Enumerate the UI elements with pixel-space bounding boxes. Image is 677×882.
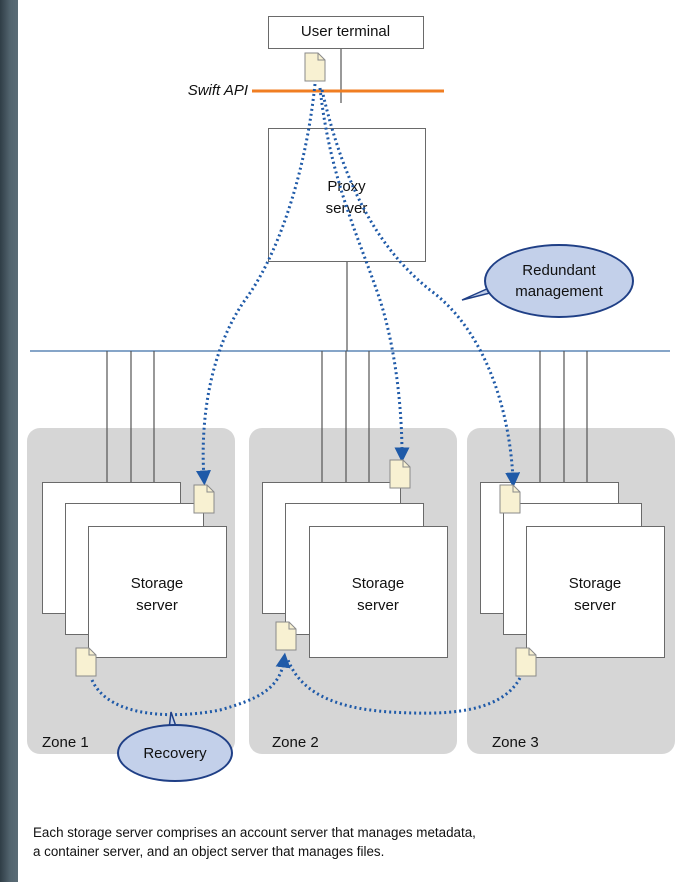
document-icon [275,621,297,651]
storage-server-label-line2: server [357,597,399,614]
recovery-label: Recovery [143,744,207,762]
storage-server-front[interactable]: Storage server [526,526,665,658]
replication-arrow-zone-1 [196,83,317,486]
user-terminal-box[interactable]: User terminal [268,16,424,49]
storage-server-front[interactable]: Storage server [88,526,227,658]
storage-server-label-line1: Storage [568,575,622,592]
zone-2-label: Zone 2 [272,734,319,751]
zone-1-label: Zone 1 [42,734,89,751]
recovery-arrow-zone-1 [90,652,291,717]
user-terminal-label: User terminal [300,23,391,40]
recovery-bubble: Recovery [117,724,233,782]
document-icon [499,484,521,514]
storage-server-label-line1: Storage [130,575,184,592]
recovery-arrow-zone-3 [286,659,522,715]
proxy-server-label-line2: server [325,200,368,217]
document-icon [304,52,326,82]
redundant-management-label-line2: management [515,283,603,300]
document-icon [75,647,97,677]
caption-line-1: Each storage server comprises an account… [33,825,476,840]
document-icon [193,484,215,514]
proxy-server-box[interactable]: Proxy server [268,128,426,262]
replication-arrow-zone-2 [318,87,410,463]
zone-3-label: Zone 3 [492,734,539,751]
caption-line-2: a container server, and an object server… [33,844,385,859]
document-icon [389,459,411,489]
storage-server-label-line1: Storage [351,575,405,592]
document-icon [515,647,537,677]
replication-arrow-zone-3 [320,89,521,488]
storage-server-front[interactable]: Storage server [309,526,448,658]
diagram-caption: Each storage server comprises an account… [33,823,673,861]
swift-api-label: Swift API [187,82,248,99]
storage-server-label-line2: server [136,597,178,614]
redundant-management-label-line1: Redundant [522,262,596,279]
storage-server-label-line2: server [574,597,616,614]
redundant-management-bubble: Redundant management [484,244,634,318]
